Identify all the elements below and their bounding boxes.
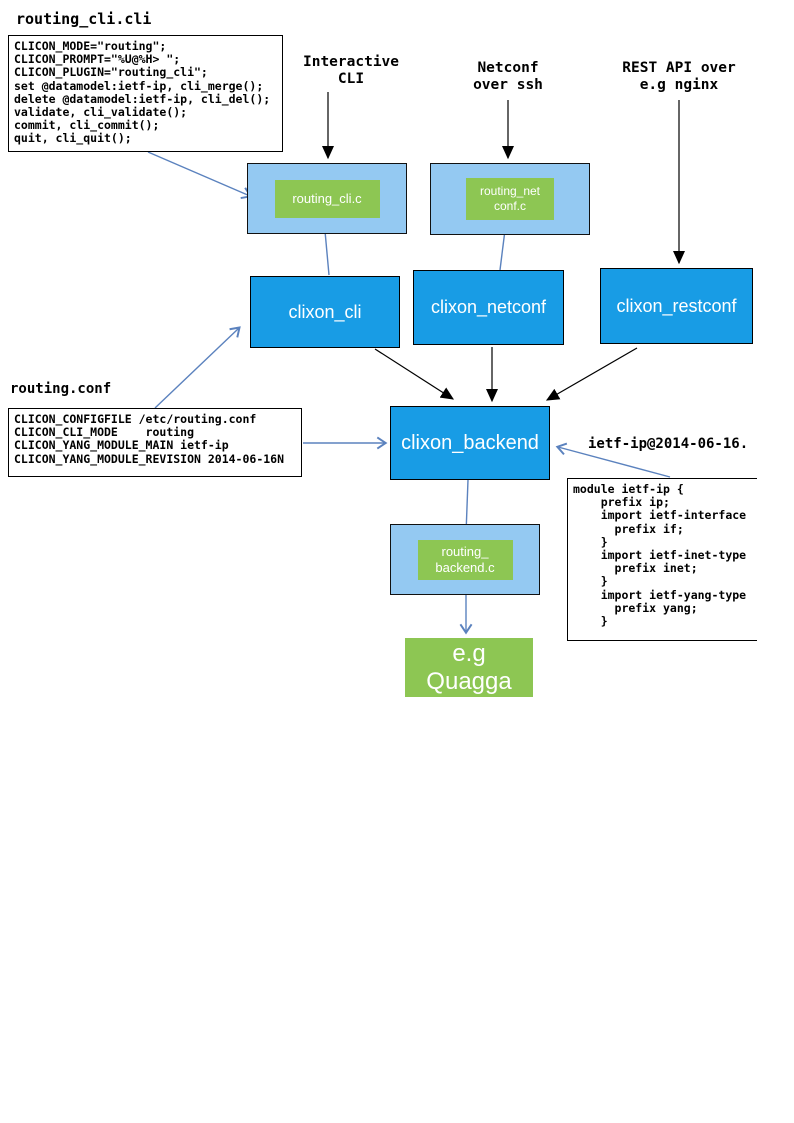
clixon-cli-node: clixon_cli (250, 276, 400, 348)
arrow-conf-to-cli (154, 326, 241, 409)
backend-plugin-container: routing_ backend.c (390, 524, 540, 595)
cli-spec-filename: routing_cli.cli (16, 10, 152, 28)
quagga-node: e.g Quagga (405, 638, 533, 697)
rest-api-label: REST API over e.g nginx (622, 60, 736, 93)
routing-backend-c-node: routing_ backend.c (417, 539, 513, 580)
netconf-over-ssh-label: Netconf over ssh (473, 60, 543, 93)
clixon-backend-node: clixon_backend (390, 406, 550, 480)
arrow-restconf-to-backend (545, 347, 638, 401)
routing-netconf-c-node: routing_net conf.c (466, 178, 554, 220)
cli-plugin-container: routing_cli.c (247, 163, 407, 234)
arrow-clispec-to-plugin (147, 151, 253, 200)
cli-spec-code-box: CLICON_MODE="routing";CLICON_PROMPT="%U@… (8, 35, 283, 152)
clixon-restconf-node: clixon_restconf (600, 268, 753, 344)
clixon-netconf-node: clixon_netconf (413, 270, 564, 345)
yang-filename: ietf-ip@2014-06-16. (588, 436, 749, 452)
routing-cli-c-node: routing_cli.c (274, 179, 380, 218)
netconf-plugin-container: routing_net conf.c (430, 163, 590, 235)
yang-code-box: module ietf-ip { prefix ip; import ietf-… (567, 478, 757, 641)
arrow-cli-to-backend (374, 348, 455, 400)
conf-filename: routing.conf (10, 381, 112, 397)
interactive-cli-label: Interactive CLI (302, 54, 400, 87)
